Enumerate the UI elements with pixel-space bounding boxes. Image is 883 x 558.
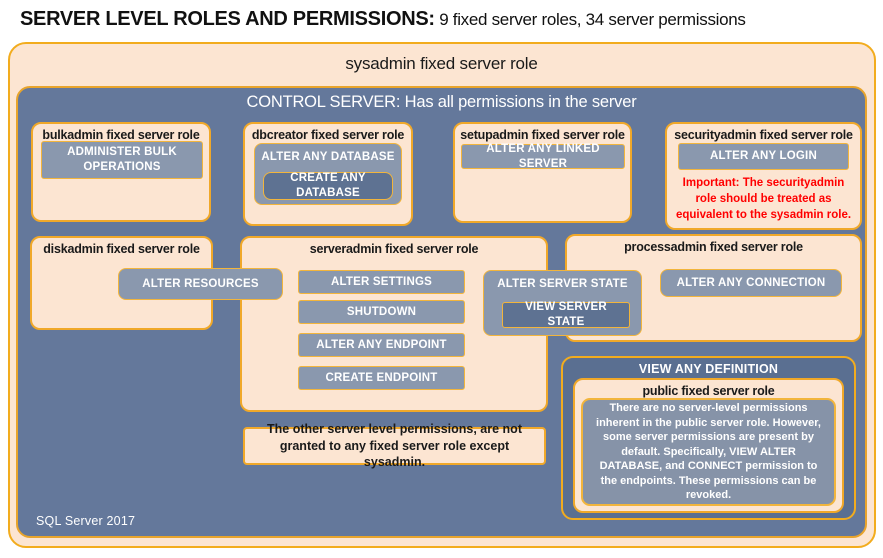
permission-view-any-definition: VIEW ANY DEFINITION: [638, 362, 779, 376]
sysadmin-role-label: sysadmin fixed server role: [345, 54, 538, 73]
securityadmin-warning-text: Important: The securityadmin role should…: [675, 177, 852, 222]
sql-server-version-label: SQL Server 2017: [36, 514, 136, 528]
permission-alter-resources: ALTER RESOURCES: [118, 268, 283, 300]
serveradmin-role-title: serveradmin fixed server role: [309, 242, 479, 256]
securityadmin-role-box: securityadmin fixed server role: [665, 122, 862, 230]
permission-create-any-database: CREATE ANY DATABASE: [263, 172, 393, 200]
control-server-label: CONTROL SERVER: Has all permissions in t…: [246, 93, 637, 111]
page-title-subtitle: 9 fixed server roles, 34 server permissi…: [434, 10, 746, 29]
bulkadmin-role-title: bulkadmin fixed server role: [42, 128, 200, 142]
permission-alter-any-connection: ALTER ANY CONNECTION: [660, 269, 842, 297]
permission-alter-any-login: ALTER ANY LOGIN: [678, 143, 849, 170]
permission-view-server-state: VIEW SERVER STATE: [502, 301, 630, 328]
permission-create-endpoint: CREATE ENDPOINT: [298, 366, 465, 390]
diskadmin-role-title: diskadmin fixed server role: [43, 242, 200, 256]
public-role-description: There are no server-level permissions in…: [581, 398, 836, 506]
permission-alter-settings: ALTER SETTINGS: [298, 270, 465, 294]
setupadmin-role-title: setupadmin fixed server role: [460, 128, 625, 142]
permission-administer-bulk-operations: ADMINISTER BULK OPERATIONS: [41, 141, 203, 179]
public-role-title: public fixed server role: [642, 384, 775, 398]
other-permissions-note: The other server level permissions, are …: [243, 422, 546, 469]
setupadmin-role-box: setupadmin fixed server role: [453, 122, 632, 223]
permission-shutdown: SHUTDOWN: [298, 300, 465, 324]
securityadmin-role-title: securityadmin fixed server role: [674, 128, 853, 142]
processadmin-role-title: processadmin fixed server role: [624, 240, 803, 254]
permission-alter-any-linked-server: ALTER ANY LINKED SERVER: [461, 143, 625, 170]
permission-alter-any-endpoint: ALTER ANY ENDPOINT: [298, 333, 465, 357]
dbcreator-role-title: dbcreator fixed server role: [251, 128, 405, 142]
diskadmin-role-box: diskadmin fixed server role: [30, 236, 213, 330]
page-title: SERVER LEVEL ROLES AND PERMISSIONS: 9 fi…: [20, 8, 870, 31]
page-title-main: SERVER LEVEL ROLES AND PERMISSIONS:: [20, 8, 435, 30]
